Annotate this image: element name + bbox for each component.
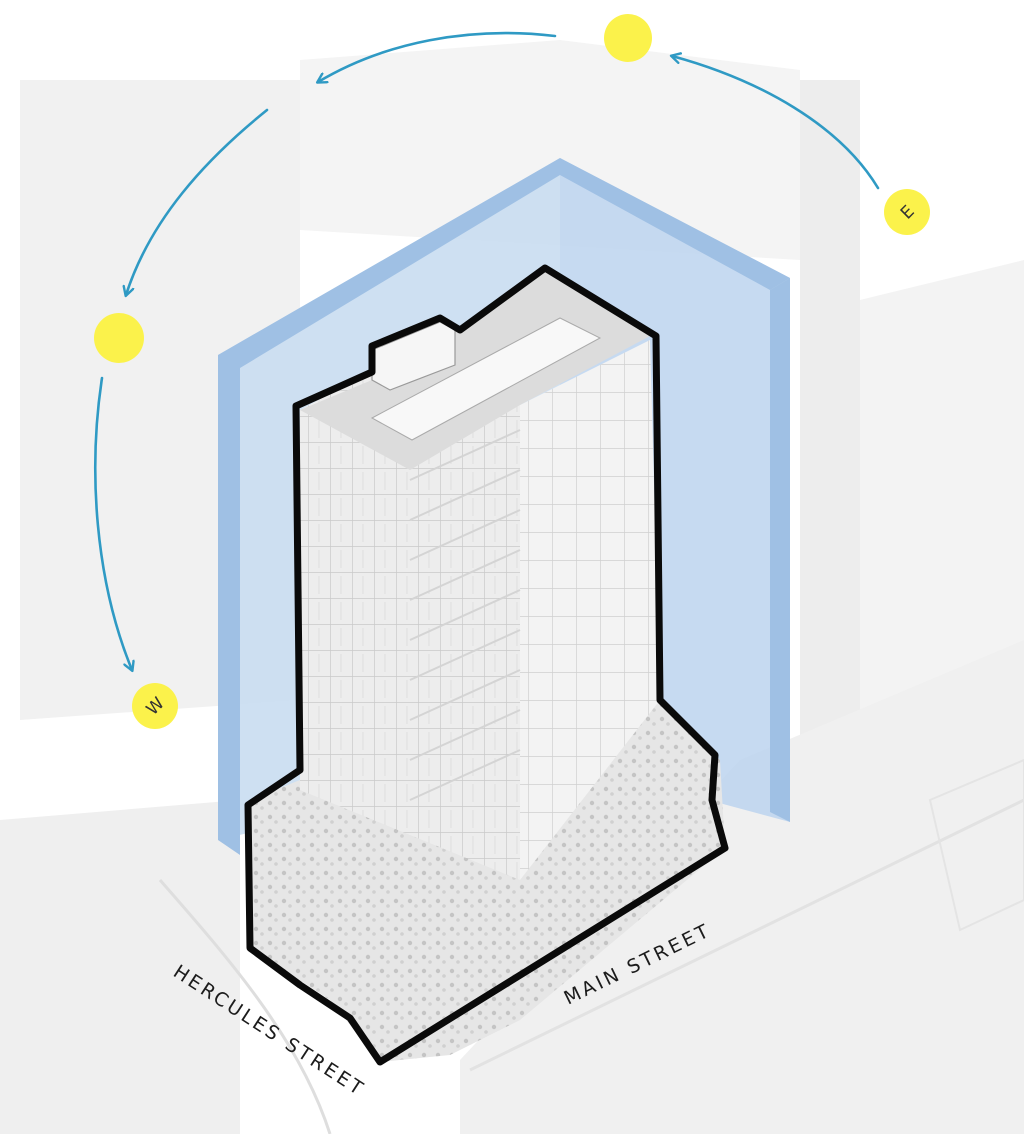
sun-icon-noon bbox=[604, 14, 652, 62]
context-tower-right bbox=[800, 80, 860, 760]
sun-icon-afternoon bbox=[94, 313, 144, 363]
envelope-right-edge bbox=[770, 278, 790, 822]
context-ground-left bbox=[0, 800, 240, 1134]
